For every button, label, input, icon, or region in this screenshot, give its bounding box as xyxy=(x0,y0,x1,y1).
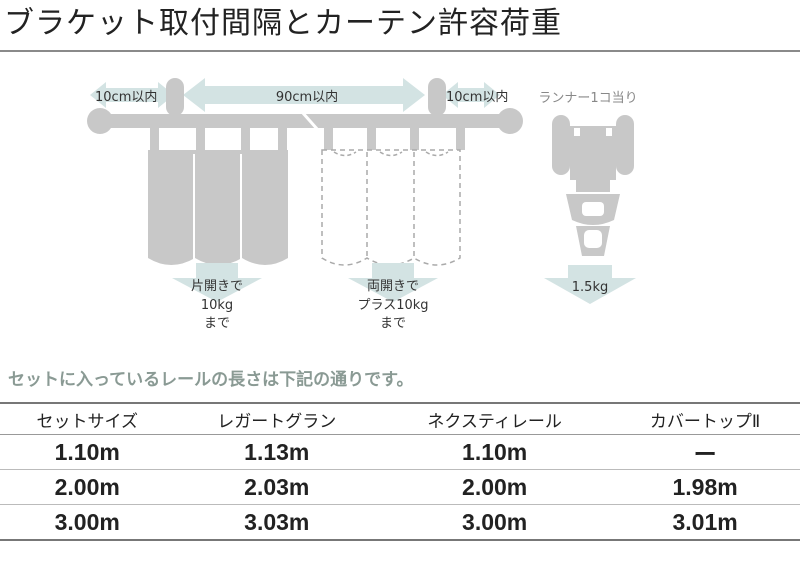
rail-end-cap-right xyxy=(497,108,523,134)
table-cell: 3.03m xyxy=(174,504,380,541)
middle-spacing-label: 90cm以内 xyxy=(276,89,338,105)
table-cell: 3.00m xyxy=(0,504,175,541)
runner-load-arrow xyxy=(544,265,636,304)
right-load-line1: 両開きで xyxy=(367,279,419,294)
table-cell: 1.98m xyxy=(610,469,800,505)
table-cell: 2.00m xyxy=(379,469,611,505)
header-nexty-rail: ネクスティレール xyxy=(379,402,611,435)
left-load-line2: 10kg xyxy=(201,298,233,313)
runner-label: ランナー1コ当り xyxy=(538,91,637,106)
table-row: 1.10m 1.13m 1.10m ー xyxy=(0,434,800,470)
header-set-size: セットサイズ xyxy=(0,402,175,435)
rail-split xyxy=(300,111,320,131)
table-cell: 1.10m xyxy=(0,434,175,470)
title-divider xyxy=(0,50,800,52)
right-spacing-label: 10cm以内 xyxy=(446,89,508,105)
middle-spacing-arrow xyxy=(183,78,425,112)
rail-length-note: セットに入っているレールの長さは下記の通りです。 xyxy=(8,370,414,390)
table-cell: 1.10m xyxy=(379,434,611,470)
header-cover-top: カバートップⅡ xyxy=(610,402,800,435)
runner-load-label: 1.5kg xyxy=(572,280,608,295)
table-row: 2.00m 2.03m 2.00m 1.98m xyxy=(0,469,800,505)
table-cell: 3.01m xyxy=(610,504,800,541)
table-cell: 1.13m xyxy=(174,434,380,470)
bracket-diagram: 10cm以内 90cm以内 10cm以内 ランナー1コ当り 片開きで 10kg … xyxy=(87,78,638,331)
table-cell: 2.00m xyxy=(0,469,175,505)
table-cell: 3.00m xyxy=(379,504,611,541)
left-bracket xyxy=(166,78,184,116)
page-title: ブラケット取付間隔とカーテン許容荷重 xyxy=(4,6,562,41)
curtain-rail xyxy=(100,114,510,128)
table-row: 3.00m 3.03m 3.00m 3.01m xyxy=(0,504,800,541)
right-load-arrow xyxy=(348,263,438,302)
table-header-row: セットサイズ レガートグラン ネクスティレール カバートップⅡ xyxy=(0,402,800,435)
right-load-line3: まで xyxy=(380,316,406,331)
right-bracket xyxy=(428,78,446,116)
table-cell: ー xyxy=(610,434,800,470)
rail-length-table: セットサイズ レガートグラン ネクスティレール カバートップⅡ 1.10m 1.… xyxy=(0,402,800,541)
left-load-arrow xyxy=(172,263,262,302)
right-load-line2: プラス10kg xyxy=(357,298,428,313)
rail-runners xyxy=(150,128,465,150)
left-spacing-label: 10cm以内 xyxy=(95,89,157,105)
left-load-line1: 片開きで xyxy=(191,279,243,294)
rail-end-cap-left xyxy=(87,108,113,134)
table-cell: 2.03m xyxy=(174,469,380,505)
right-curtain-dashed xyxy=(321,149,461,266)
header-legato-gran: レガートグラン xyxy=(174,402,380,435)
right-spacing-arrow xyxy=(442,82,500,108)
left-curtain xyxy=(148,150,288,265)
left-spacing-arrow xyxy=(90,82,174,108)
left-load-line3: まで xyxy=(204,316,230,331)
runner-icon xyxy=(552,115,634,256)
